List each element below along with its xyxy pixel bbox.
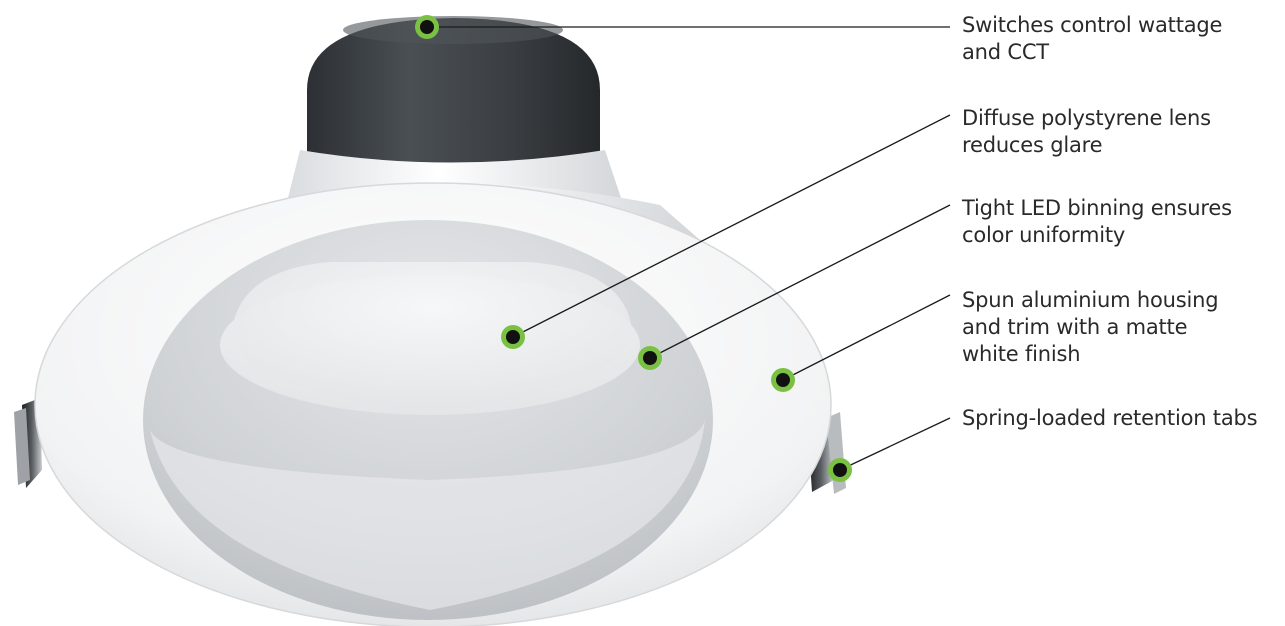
marker-binning[interactable] bbox=[638, 346, 662, 370]
callout-binning-line1: Tight LED binning ensures bbox=[962, 195, 1262, 222]
callout-binning: Tight LED binning ensures color uniformi… bbox=[962, 195, 1262, 249]
callout-switches-line1: Switches control wattage bbox=[962, 12, 1262, 39]
callout-tabs-line1: Spring-loaded retention tabs bbox=[962, 405, 1282, 432]
marker-tabs[interactable] bbox=[828, 458, 852, 482]
callout-housing: Spun aluminium housing and trim with a m… bbox=[962, 287, 1262, 368]
callout-housing-line3: white finish bbox=[962, 341, 1262, 368]
callout-lens-line1: Diffuse polystyrene lens bbox=[962, 105, 1262, 132]
leader-line-tabs bbox=[840, 418, 950, 470]
callout-housing-line2: and trim with a matte bbox=[962, 314, 1262, 341]
marker-lens[interactable] bbox=[501, 325, 525, 349]
callout-binning-line2: color uniformity bbox=[962, 222, 1262, 249]
diffuse-lens bbox=[220, 262, 640, 415]
marker-switches[interactable] bbox=[415, 15, 439, 39]
callout-tabs: Spring-loaded retention tabs bbox=[962, 405, 1282, 432]
callout-switches: Switches control wattage and CCT bbox=[962, 12, 1262, 66]
callout-lens: Diffuse polystyrene lens reduces glare bbox=[962, 105, 1262, 159]
callout-housing-line1: Spun aluminium housing bbox=[962, 287, 1262, 314]
callout-lens-line2: reduces glare bbox=[962, 132, 1262, 159]
driver-cap bbox=[307, 16, 600, 175]
callout-switches-line2: and CCT bbox=[962, 39, 1262, 66]
marker-housing[interactable] bbox=[771, 368, 795, 392]
